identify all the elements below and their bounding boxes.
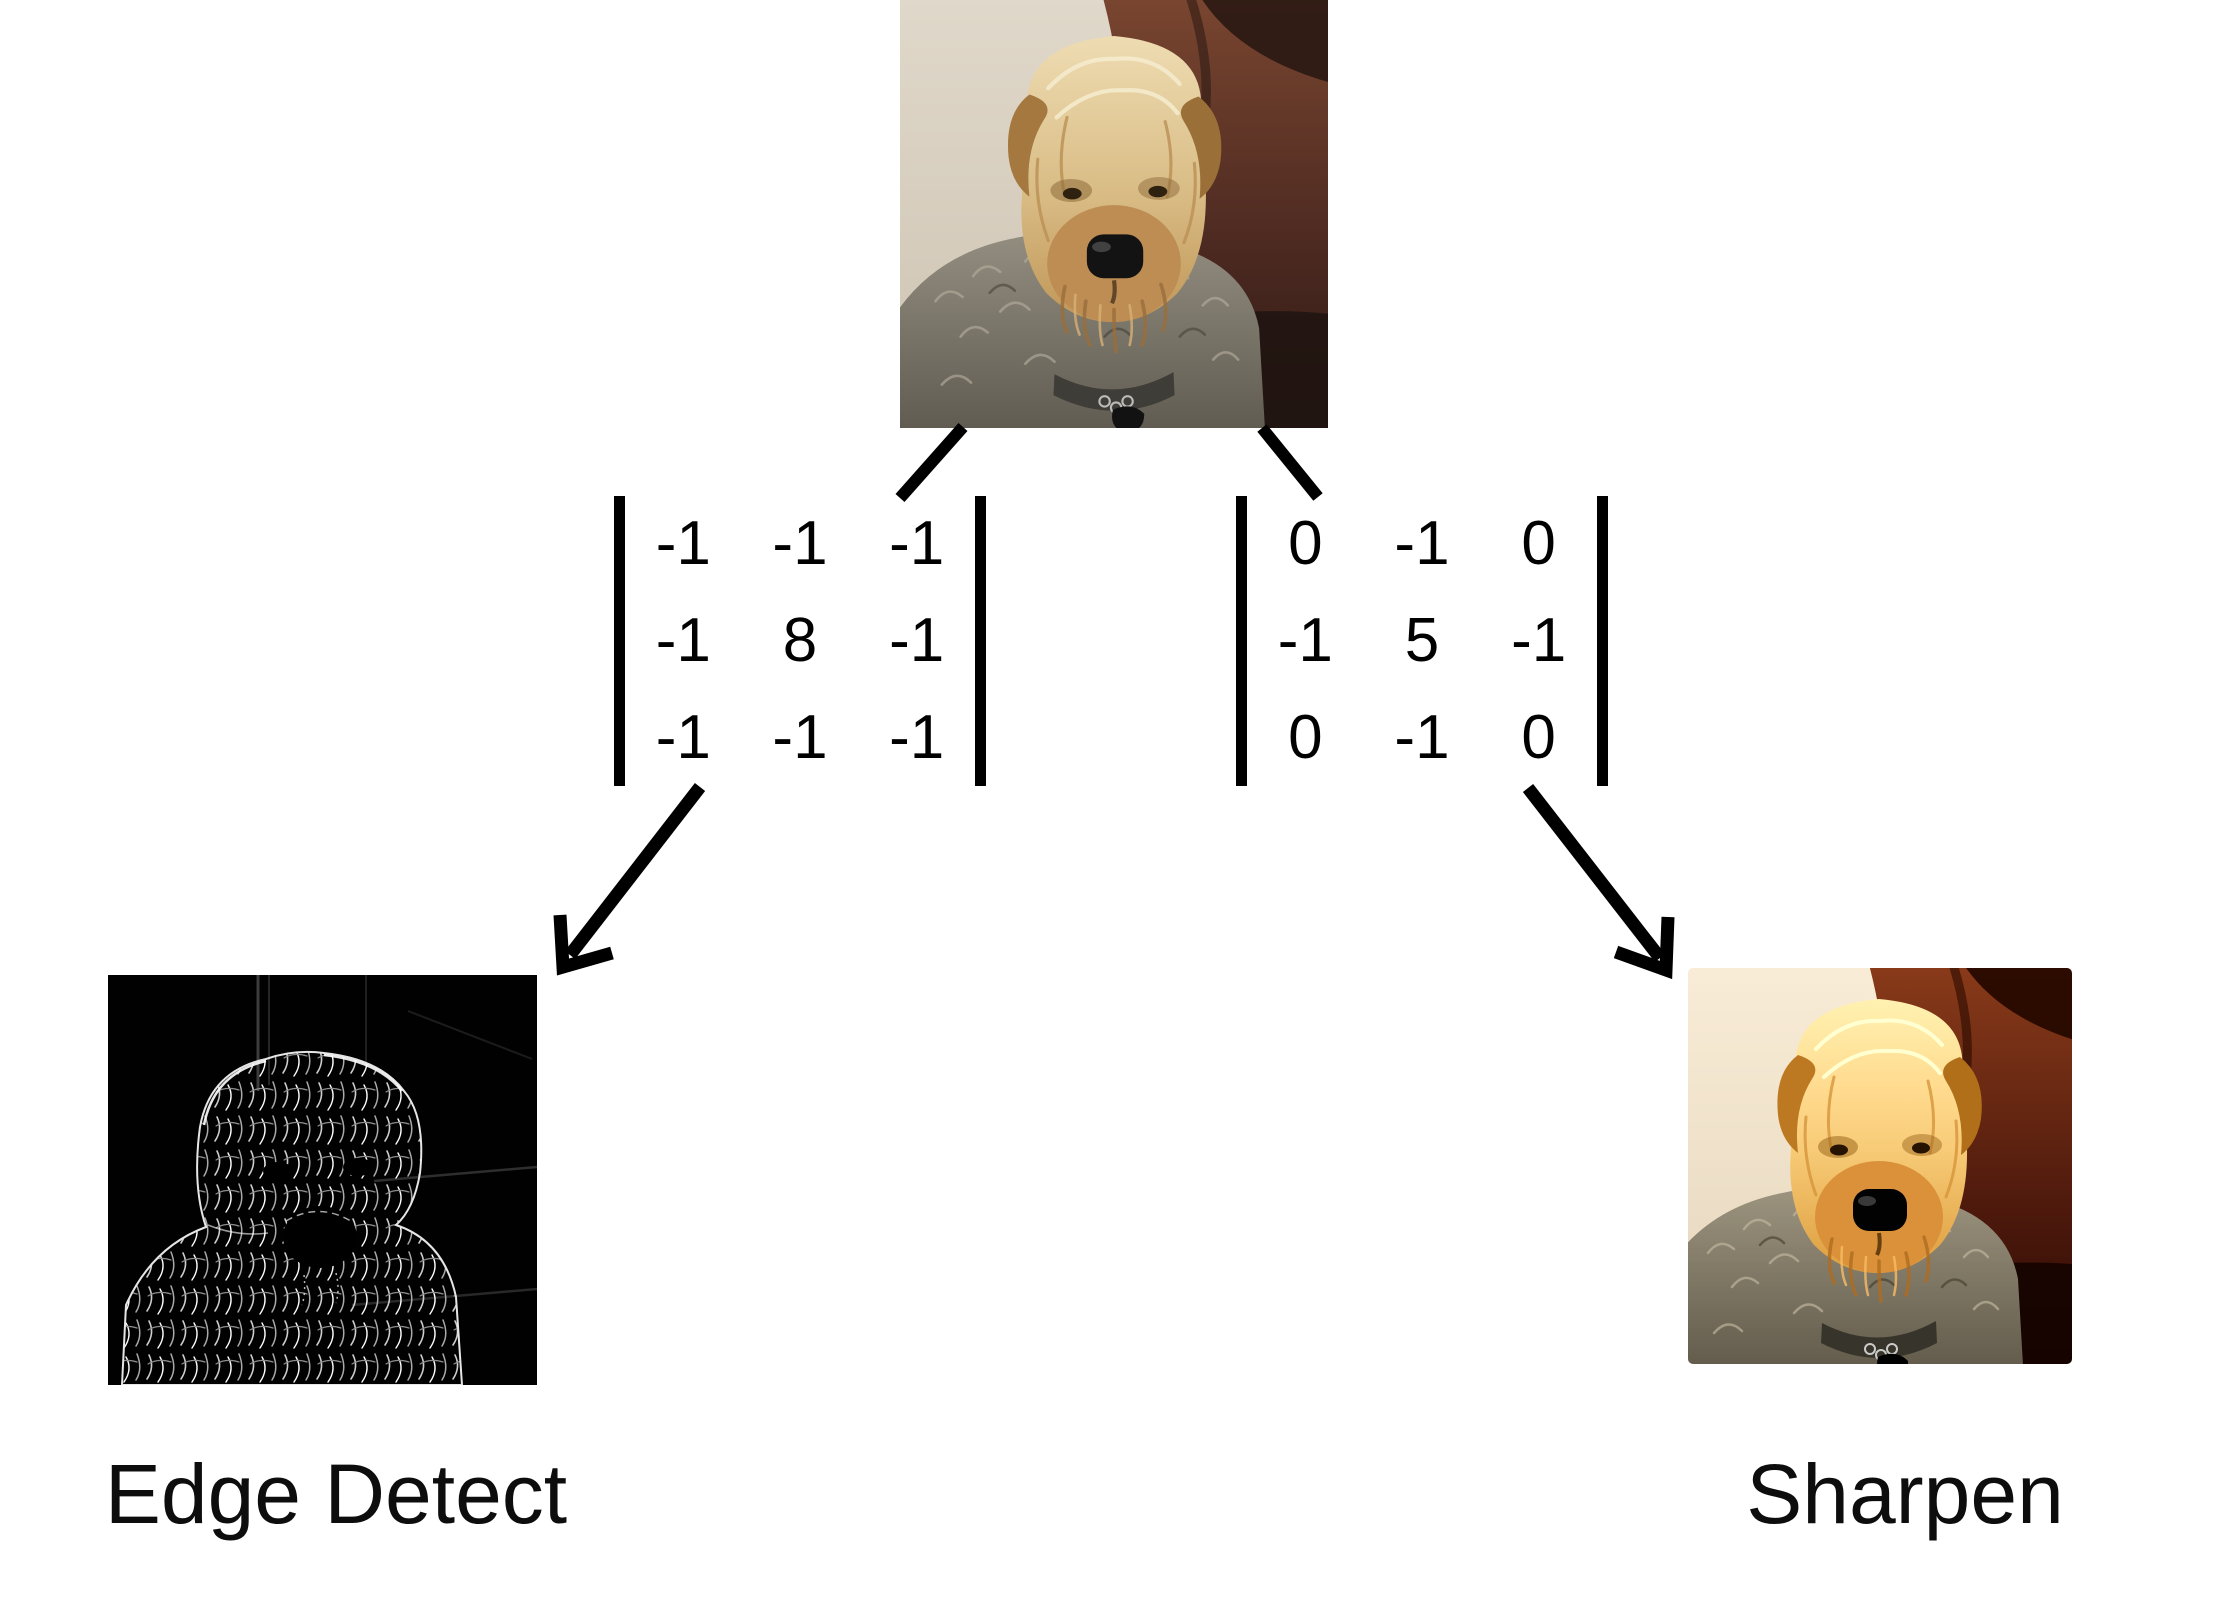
kernel-cell: -1 (772, 509, 828, 579)
source-dog-image (900, 0, 1328, 428)
sharpen-label: Sharpen (1746, 1447, 2064, 1541)
kernel-cell: -1 (655, 605, 711, 675)
arrow-to-sharpen-image (1522, 784, 1675, 980)
kernel-cell: -1 (889, 702, 945, 772)
segment-source-to-edge-kernel (895, 423, 968, 502)
edge-detect-kernel-matrix: -1 -1 -1 -1 8 -1 -1 -1 -1 (614, 496, 986, 786)
dog-photo-art (900, 0, 1328, 428)
kernel-cell: -1 (889, 509, 945, 579)
kernel-cell: -1 (1394, 509, 1450, 579)
kernel-cell: -1 (1511, 605, 1567, 675)
sharpen-kernel-matrix: 0 -1 0 -1 5 -1 0 -1 0 (1236, 496, 1608, 786)
kernel-cell: 0 (1521, 702, 1556, 772)
kernel-cell: -1 (655, 702, 711, 772)
kernel-cell: -1 (889, 605, 945, 675)
kernel-cell: -1 (772, 702, 828, 772)
kernel-cell: 0 (1288, 702, 1323, 772)
sharpened-dog-art (1688, 968, 2072, 1364)
edge-detect-result-image (108, 975, 537, 1385)
kernel-cell: -1 (1277, 605, 1333, 675)
segment-source-to-sharpen-kernel (1257, 424, 1323, 501)
kernel-cell: -1 (655, 509, 711, 579)
kernel-cell: 8 (782, 605, 818, 675)
sharpen-result-image (1688, 968, 2072, 1364)
arrow-to-edge-detect-image (553, 783, 706, 976)
kernel-cell: 0 (1288, 509, 1323, 579)
edge-detect-label: Edge Detect (104, 1447, 568, 1541)
kernel-cell: -1 (1394, 702, 1450, 772)
kernel-cell: 0 (1521, 509, 1556, 579)
kernel-cell: 5 (1404, 605, 1440, 675)
edge-detected-dog-art (108, 975, 537, 1385)
